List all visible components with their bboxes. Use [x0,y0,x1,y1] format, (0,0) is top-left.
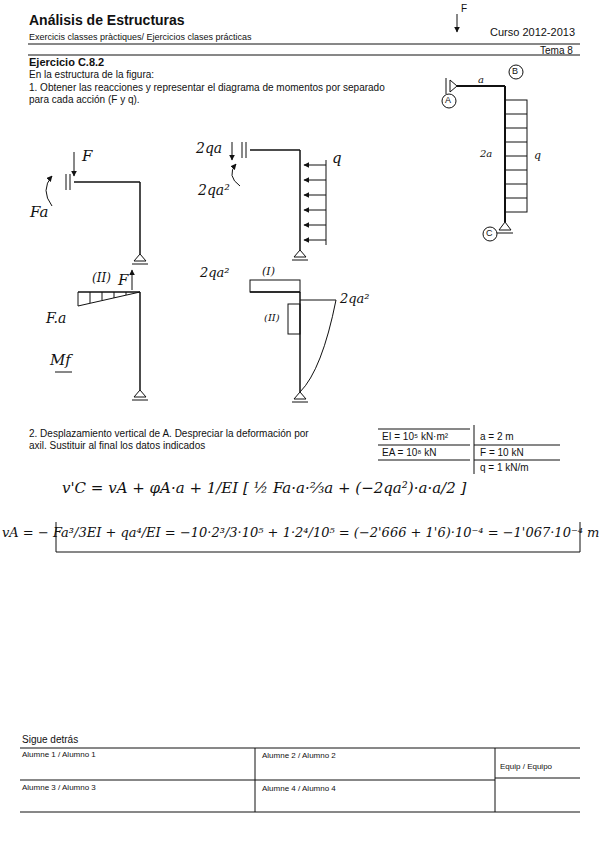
reaction-label: F [118,272,128,289]
dimension: 2a [480,148,492,160]
region-label: (II) [92,272,111,286]
note: Sigue detrás [22,734,78,746]
moment-value: F.a [46,310,66,326]
question: 2. Desplazamiento vertical de A. Desprec… [29,428,329,451]
topic: Tema 8 [540,45,573,57]
question: 1. Obtener las reacciones y representar … [29,82,399,105]
exercise-number: Ejercicio C.8.2 [29,56,104,69]
dimension: a [478,74,484,86]
data-cell: a = 2 m [480,431,514,443]
moment-label: Fa [30,204,48,221]
student-field: Alumne 2 / Alumno 2 [262,751,336,760]
page-title: Análisis de Estructuras [29,12,185,28]
point-label: B [512,66,518,76]
reaction-label: 2qa [196,140,222,156]
equation: v'C = vA + φA·a + 1/EI [ ½ Fa·a·⅔a + (−2… [62,480,466,497]
student-field: Alumne 3 / Alumno 3 [22,783,96,792]
data-cell: F = 10 kN [480,447,524,459]
student-field: Alumne 1 / Alumno 1 [22,750,96,759]
data-cell: EA = 10⁸ kN [382,447,437,459]
force-label: F [82,148,92,165]
diagram-label: Mf [50,352,71,369]
team-field: Equip / Equipo [500,762,552,771]
point-label: A [445,95,451,105]
student-field: Alumne 4 / Alumno 4 [262,784,336,793]
equation: vA = − Fa³/3EI + qa⁴/EI = −10·2³/3·10⁵ +… [2,526,599,541]
moment-label: 2qa² [198,182,230,198]
load-label: q [332,150,342,167]
course: Curso 2012-2013 [490,26,575,39]
data-cell: EI = 10⁵ kN·m² [382,431,448,443]
load-label: q [534,150,541,163]
region-label: (II) [264,312,280,324]
moment-value: 2qa² [200,266,230,281]
force-label: F [461,3,467,15]
region-label: (I) [262,266,275,279]
moment-value: 2qa² [340,292,370,307]
point-label: C [486,228,493,238]
data-cell: q = 1 kN/m [480,462,529,474]
subtitle: Exercicis classes pràctiques/ Ejercicios… [29,32,252,42]
statement: En la estructura de la figura: [29,69,154,81]
